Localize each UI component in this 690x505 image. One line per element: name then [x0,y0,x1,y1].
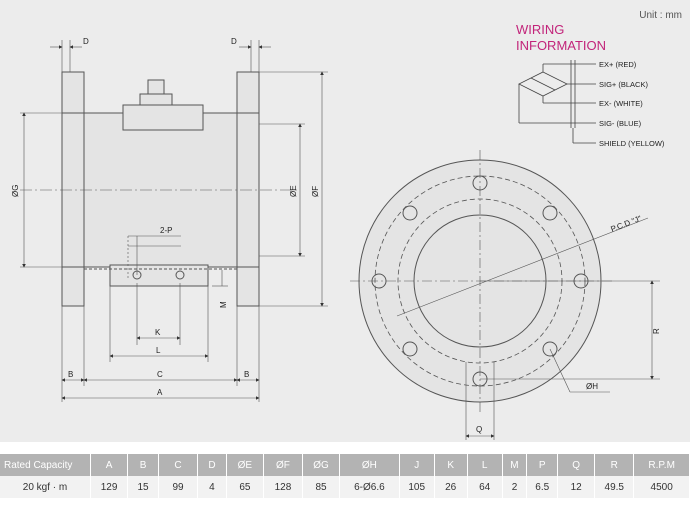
spec-value-cell: 15 [127,476,159,498]
spec-value-cell: 26 [434,476,468,498]
wiring-diagram [518,60,596,144]
spec-value-cell: 85 [302,476,341,498]
spec-header-cell: R.P.M [633,454,690,476]
spec-value-cell: 2 [502,476,528,498]
spec-header-cell: J [399,454,435,476]
dim-q: Q [476,425,482,434]
dim-f: ØF [311,186,320,197]
dim-d-right: D [231,37,237,46]
connector-plug [147,79,165,95]
spec-header-cell: ØF [263,454,304,476]
wire-lead-1: EX+ (RED) [599,60,637,69]
dim-r: R [652,328,661,334]
side-view [20,40,328,402]
dim-c: C [157,370,163,379]
right-flange [236,71,260,307]
key-block [109,264,209,287]
spec-value-cell: 12 [557,476,596,498]
left-flange [61,71,85,307]
dim-m: M [219,301,228,308]
spec-value-cell: 105 [399,476,435,498]
dim-d-left: D [83,37,89,46]
spec-value-cell: 99 [158,476,199,498]
spec-value-cell: 6.5 [526,476,559,498]
dim-b-left: B [68,370,73,379]
spec-header-cell: D [197,454,227,476]
dim-2p: 2-P [160,226,172,235]
spec-header-cell: ØE [226,454,264,476]
spec-header-cell: Rated Capacity [0,454,92,476]
dim-l: L [156,346,161,355]
spec-value-cell: 129 [90,476,129,498]
dim-g: ØG [11,185,20,197]
dim-k: K [155,328,161,337]
spec-header-cell: A [90,454,129,476]
wire-lead-2: SIG+ (BLACK) [599,80,648,89]
wire-lead-5: SHIELD (YELLOW) [599,139,665,148]
spec-header-cell: K [434,454,468,476]
bolt-hole-6 [402,341,418,357]
spec-header-cell: C [158,454,199,476]
bolt-hole-2 [542,205,558,221]
spec-header-cell: Q [557,454,596,476]
spec-header-cell: L [467,454,503,476]
wire-lead-4: SIG- (BLUE) [599,119,642,128]
dim-e: ØE [289,185,298,197]
drawing-canvas: Unit : mm [11,10,682,440]
spec-header-cell: B [127,454,159,476]
wiring-title-line1: WIRING [516,22,564,37]
spec-header-cell: R [594,454,635,476]
wire-lead-3: EX- (WHITE) [599,99,643,108]
dim-h: ØH [586,382,598,391]
dim-a: A [157,388,163,397]
connector-nut [139,93,173,106]
spec-value-cell: 6-Ø6.6 [339,476,400,498]
spec-header-cell: P [526,454,559,476]
spec-value-cell: 49.5 [594,476,635,498]
spec-header-cell: ØG [302,454,341,476]
dim-pcd: P.C.D "J" [609,214,642,234]
dim-b-right: B [244,370,249,379]
spec-value-cell: 4500 [633,476,690,498]
connector-block [122,104,204,131]
spec-value-cell: 64 [467,476,503,498]
bolt-hole-4 [542,341,558,357]
spec-value-cell: 4 [197,476,227,498]
technical-drawing: Unit : mm [0,0,690,442]
spec-value-cell: 20 kgf · m [0,476,92,498]
spec-header-cell: ØH [339,454,400,476]
bolt-hole-8 [402,205,418,221]
spec-value-cell: 128 [263,476,304,498]
spec-value-cell: 65 [226,476,264,498]
spec-header-cell: M [502,454,528,476]
wiring-title-line2: INFORMATION [516,38,606,53]
unit-label: Unit : mm [639,10,682,21]
front-view [350,150,660,440]
